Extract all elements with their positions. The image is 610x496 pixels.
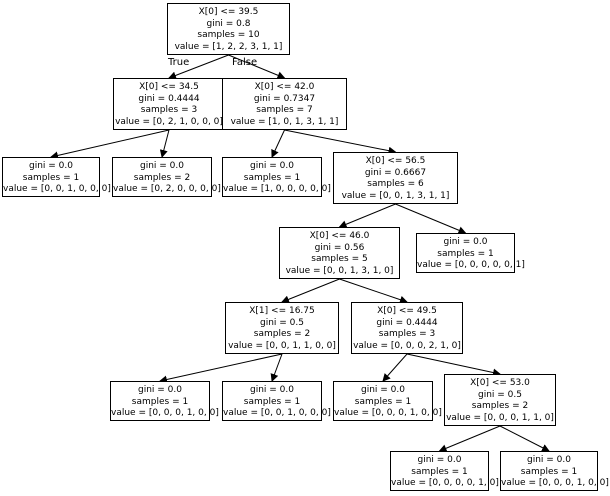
node-line: samples = 1 — [411, 466, 468, 477]
node-line: gini = 0.8 — [206, 18, 251, 29]
node-line: samples = 1 — [131, 396, 189, 407]
node-line: gini = 0.0 — [250, 385, 294, 395]
node-line: samples = 2 — [253, 329, 311, 339]
tree-edge-arrow — [159, 129, 170, 158]
tree-node-leaf: gini = 0.0 samples = 1 value = [0, 0, 0,… — [416, 233, 525, 273]
tree-node-split: X[0] <= 46.0 gini = 0.56 samples = 5 val… — [279, 227, 400, 279]
tree-node-root: X[0] <= 39.5 gini = 0.8 samples = 10 val… — [167, 3, 290, 55]
tree-edge-arrow — [284, 129, 397, 155]
tree-node-leaf: gini = 0.0 samples = 1 value = [0, 0, 0,… — [390, 451, 499, 491]
node-line: gini = 0.7347 — [253, 93, 316, 104]
node-line: value = [0, 0, 0, 1, 0, 0] — [111, 408, 219, 418]
node-line: samples = 1 — [354, 396, 412, 407]
node-line: samples = 10 — [197, 30, 260, 40]
tree-edge-arrow — [438, 425, 501, 453]
node-line: value = [0, 0, 1, 0, 0, 0] — [3, 184, 111, 194]
tree-edge-arrow — [271, 129, 285, 158]
node-line: X[0] <= 49.5 — [377, 306, 437, 316]
node-line: gini = 0.0 — [138, 385, 182, 395]
node-line: samples = 2 — [133, 172, 191, 183]
edge-label-false: False — [232, 57, 258, 68]
tree-edge-arrow — [50, 129, 170, 160]
tree-edge-arrow — [338, 203, 396, 229]
node-line: value = [1, 0, 0, 0, 0, 0] — [223, 184, 331, 194]
tree-node-leaf: gini = 0.0 samples = 1 value = [0, 0, 1,… — [222, 381, 331, 421]
node-line: gini = 0.0 — [417, 455, 462, 465]
tree-edge-arrow — [159, 353, 283, 384]
node-line: value = [0, 2, 0, 0, 0, 0] — [113, 184, 221, 194]
node-line: samples = 3 — [378, 329, 436, 339]
node-line: X[0] <= 42.0 — [254, 82, 315, 92]
node-line: gini = 0.0 — [443, 237, 488, 247]
tree-node-split: X[0] <= 49.5 gini = 0.4444 samples = 3 v… — [351, 302, 463, 354]
node-line: X[1] <= 16.75 — [249, 306, 315, 316]
tree-node-split: X[1] <= 16.75 gini = 0.5 samples = 2 val… — [225, 302, 339, 354]
node-line: gini = 0.5 — [478, 389, 522, 400]
tree-edge-arrow — [499, 425, 550, 452]
node-line: gini = 0.5 — [260, 317, 304, 328]
tree-node-leaf: gini = 0.0 samples = 1 value = [0, 0, 0,… — [333, 381, 442, 421]
node-line: value = [0, 0, 0, 1, 0, 0] — [334, 408, 442, 418]
tree-node-split: X[0] <= 42.0 gini = 0.7347 samples = 7 v… — [222, 78, 347, 130]
node-line: gini = 0.6667 — [364, 167, 427, 178]
node-line: value = [0, 0, 1, 3, 1, 1] — [341, 190, 450, 201]
node-line: samples = 6 — [367, 179, 424, 189]
node-line: X[0] <= 56.5 — [365, 156, 426, 166]
tree-node-leaf: gini = 0.0 samples = 1 value = [0, 0, 1,… — [2, 157, 111, 197]
node-line: samples = 3 — [140, 105, 198, 115]
node-line: value = [0, 0, 0, 2, 1, 0] — [353, 340, 461, 351]
node-line: value = [1, 0, 1, 3, 1, 1] — [230, 116, 339, 127]
node-line: X[0] <= 39.5 — [198, 7, 259, 17]
edge-label-true: True — [168, 57, 190, 68]
node-line: value = [0, 0, 0, 0, 1, 0] — [391, 478, 499, 488]
node-line: samples = 1 — [243, 172, 301, 183]
node-line: samples = 7 — [256, 105, 313, 115]
node-line: samples = 2 — [471, 401, 529, 411]
node-line: gini = 0.0 — [527, 455, 571, 465]
tree-edge-arrow — [395, 203, 467, 235]
node-line: gini = 0.4444 — [376, 317, 438, 328]
node-line: value = [0, 0, 0, 0, 0, 1] — [417, 260, 525, 270]
node-line: samples = 5 — [311, 254, 368, 264]
node-line: samples = 1 — [22, 172, 80, 183]
node-line: gini = 0.56 — [314, 242, 365, 253]
tree-node-split: X[0] <= 34.5 gini = 0.4444 samples = 3 v… — [113, 78, 225, 130]
node-line: samples = 1 — [437, 248, 494, 259]
node-line: X[0] <= 34.5 — [139, 82, 199, 92]
node-line: gini = 0.0 — [29, 161, 73, 171]
tree-node-split: X[0] <= 56.5 gini = 0.6667 samples = 6 v… — [333, 152, 458, 204]
tree-edge-arrow — [270, 353, 283, 382]
tree-node-leaf: gini = 0.0 samples = 1 value = [1, 0, 0,… — [222, 157, 331, 197]
node-line: value = [0, 0, 1, 3, 1, 0] — [285, 265, 394, 276]
tree-edge-arrow — [281, 278, 340, 304]
node-line: samples = 1 — [243, 396, 301, 407]
tree-node-leaf: gini = 0.0 samples = 1 value = [0, 0, 0,… — [110, 381, 219, 421]
tree-edge-arrow — [339, 278, 408, 304]
node-line: gini = 0.0 — [361, 385, 405, 395]
node-line: value = [0, 0, 1, 1, 0, 0] — [228, 340, 336, 351]
tree-node-leaf: gini = 0.0 samples = 2 value = [0, 2, 0,… — [112, 157, 221, 197]
node-line: value = [1, 2, 2, 3, 1, 1] — [174, 41, 283, 52]
tree-edge-arrow — [168, 54, 229, 80]
node-line: gini = 0.0 — [250, 161, 294, 171]
node-line: value = [0, 0, 0, 1, 0, 0] — [501, 478, 609, 488]
tree-edge-arrow — [228, 54, 286, 80]
node-line: gini = 0.4444 — [138, 93, 200, 104]
node-line: value = [0, 2, 1, 0, 0, 0] — [115, 116, 223, 127]
node-line: gini = 0.0 — [140, 161, 184, 171]
tree-node-leaf: gini = 0.0 samples = 1 value = [0, 0, 0,… — [500, 451, 609, 491]
node-line: value = [0, 0, 0, 1, 1, 0] — [446, 412, 554, 423]
node-line: value = [0, 0, 1, 0, 0, 0] — [223, 408, 331, 418]
tree-edge-arrow — [382, 353, 408, 382]
node-line: X[0] <= 53.0 — [470, 378, 530, 388]
tree-node-split: X[0] <= 53.0 gini = 0.5 samples = 2 valu… — [444, 374, 556, 426]
tree-edge-arrow — [406, 353, 501, 377]
node-line: samples = 1 — [520, 466, 578, 477]
node-line: X[0] <= 46.0 — [309, 231, 370, 241]
